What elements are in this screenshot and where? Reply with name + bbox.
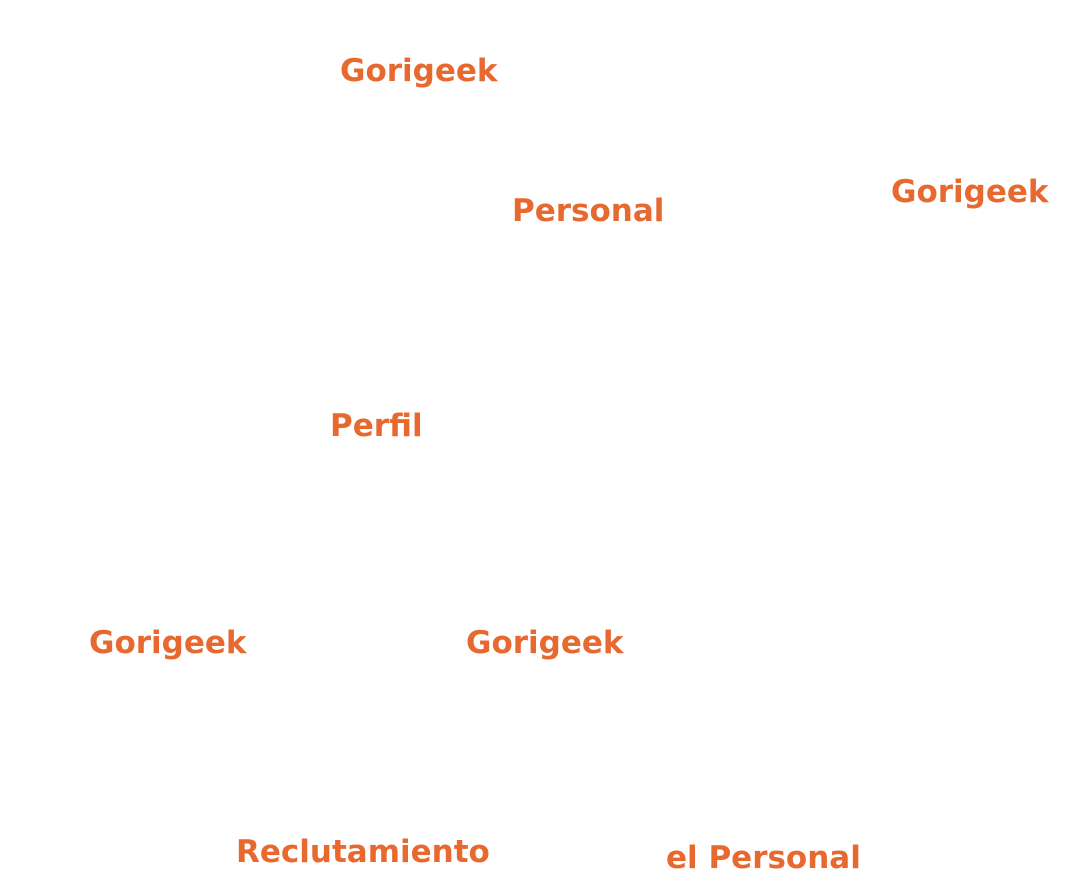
word-personal: Personal [512, 193, 665, 229]
word-gorigeek: Gorigeek [466, 625, 624, 661]
word-gorigeek: Gorigeek [340, 53, 498, 89]
word-gorigeek: Gorigeek [891, 174, 1049, 210]
word-reclutamiento: Reclutamiento [236, 834, 490, 870]
word-gorigeek: Gorigeek [89, 625, 247, 661]
word-perfil: Perfil [330, 408, 423, 444]
word-el-personal: el Personal [666, 840, 861, 876]
